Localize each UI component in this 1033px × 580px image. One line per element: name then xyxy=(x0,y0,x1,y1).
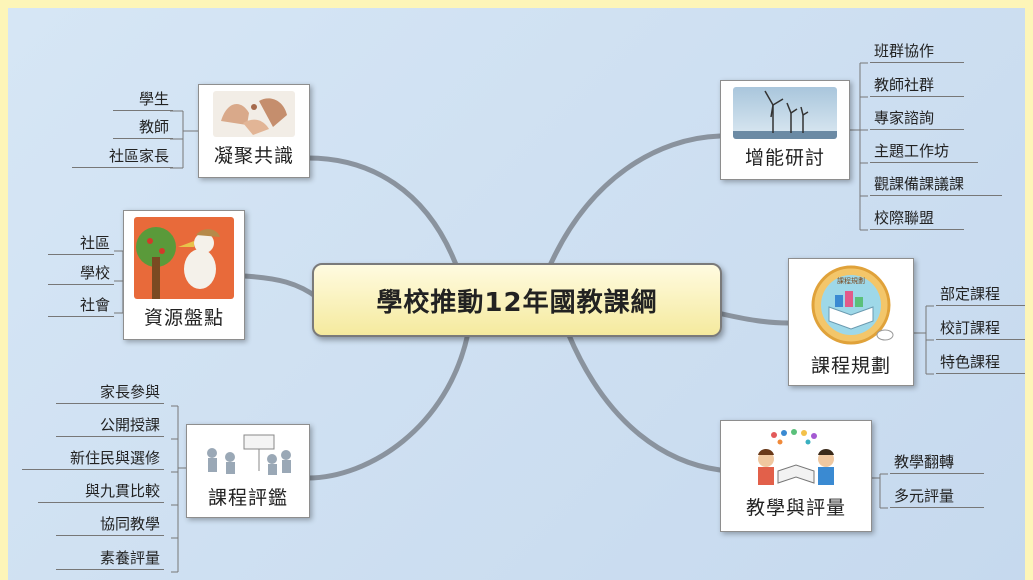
presentation-icon xyxy=(200,431,296,479)
book-badge-icon: 課程規劃 xyxy=(811,265,894,345)
leaf-item[interactable]: 新住民與選修 xyxy=(22,446,164,470)
kids-reading-icon xyxy=(744,427,848,489)
leaf-item[interactable]: 觀課備課議課 xyxy=(870,172,1002,196)
topic-label: 資源盤點 xyxy=(143,307,224,329)
topic-resources[interactable]: 資源盤點 xyxy=(123,210,245,340)
leaf-item[interactable]: 公開授課 xyxy=(56,413,164,437)
leaf-item[interactable]: 學校 xyxy=(48,261,114,285)
windmill-icon xyxy=(733,87,837,139)
bird-tree-icon xyxy=(134,217,234,299)
leaf-item[interactable]: 家長參與 xyxy=(56,380,164,404)
leaf-item[interactable]: 學生 xyxy=(113,87,173,111)
topic-research[interactable]: 增能研討 xyxy=(720,80,850,180)
branch-line-teaching xyxy=(565,330,723,473)
hands-icon xyxy=(213,91,295,137)
leaf-item[interactable]: 素養評量 xyxy=(56,546,164,570)
leaf-item[interactable]: 社區 xyxy=(48,231,114,255)
leaf-item[interactable]: 與九貫比較 xyxy=(38,479,164,503)
branch-connectors xyxy=(114,62,934,573)
leaf-item[interactable]: 社區家長 xyxy=(72,144,173,168)
leaf-item[interactable]: 教師社群 xyxy=(870,73,964,97)
branch-line-planning xyxy=(715,310,791,326)
topic-label: 增能研討 xyxy=(744,147,825,169)
leaf-item[interactable]: 部定課程 xyxy=(936,282,1025,306)
mind-map-canvas: 學校推動12年國教課綱 凝聚共識 學生 教師 社區家長 資源盤點 社區 學校 社… xyxy=(8,8,1025,580)
topic-consensus[interactable]: 凝聚共識 xyxy=(198,84,310,178)
leaf-item[interactable]: 主題工作坊 xyxy=(870,139,978,163)
branch-line-research xyxy=(545,133,723,273)
badge-text: 課程規劃 xyxy=(837,276,865,285)
leaf-item[interactable]: 專家諮詢 xyxy=(870,106,964,130)
branch-line-consensus xyxy=(305,155,461,273)
central-topic[interactable]: 學校推動12年國教課綱 xyxy=(312,263,722,337)
leaf-item[interactable]: 校際聯盟 xyxy=(870,206,964,230)
leaf-item[interactable]: 社會 xyxy=(48,293,114,317)
leaf-item[interactable]: 校訂課程 xyxy=(936,316,1025,340)
topic-label: 教學與評量 xyxy=(745,497,846,519)
leaf-item[interactable]: 特色課程 xyxy=(936,350,1025,374)
topic-evaluation[interactable]: 課程評鑑 xyxy=(186,424,310,518)
leaf-item[interactable]: 多元評量 xyxy=(890,484,984,508)
leaf-item[interactable]: 教師 xyxy=(113,115,173,139)
topic-teaching[interactable]: 教學與評量 xyxy=(720,420,872,532)
leaf-item[interactable]: 協同教學 xyxy=(56,512,164,536)
leaf-item[interactable]: 教學翻轉 xyxy=(890,450,984,474)
topic-planning[interactable]: 課程規劃 課程規劃 xyxy=(788,258,914,386)
topic-label: 凝聚共識 xyxy=(213,145,294,167)
topic-label: 課程規劃 xyxy=(810,355,891,377)
branch-line-resources xyxy=(241,273,321,301)
branch-line-evaluation xyxy=(305,330,471,481)
leaf-item[interactable]: 班群協作 xyxy=(870,39,964,63)
topic-label: 課程評鑑 xyxy=(207,487,288,509)
